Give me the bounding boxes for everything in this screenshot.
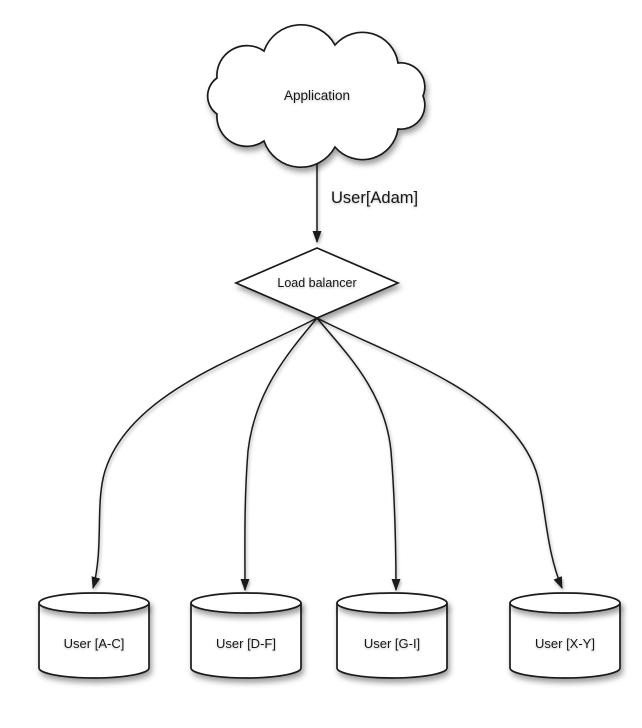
shard-3-label: User [G-I] <box>364 636 420 651</box>
database-cylinder-icon <box>190 603 302 679</box>
edge-balancer-to-shard-1 <box>91 317 318 589</box>
edge-balancer-to-shard-2 <box>240 317 318 591</box>
edge-balancer-to-shard-4 <box>316 317 563 589</box>
load-balancer-node: Load balancer <box>233 247 401 319</box>
database-cylinder-icon <box>509 603 621 679</box>
database-cylinder-icon <box>336 603 448 679</box>
cloud-icon <box>206 23 426 169</box>
cylinder-top-icon <box>336 592 448 614</box>
shard-node-2: User [D-F] <box>190 592 302 679</box>
cylinder-top-icon <box>190 592 302 614</box>
shard-1-label: User [A-C] <box>64 636 125 651</box>
diamond-icon <box>233 247 401 319</box>
load-balancer-label: Load balancer <box>277 276 356 290</box>
edges-group <box>91 157 563 591</box>
shard-2-label: User [D-F] <box>216 636 276 651</box>
shard-node-1: User [A-C] <box>38 592 150 679</box>
application-node: Application <box>206 23 426 169</box>
shard-4-label: User [X-Y] <box>535 636 595 651</box>
cylinder-top-icon <box>509 592 621 614</box>
cylinder-top-icon <box>38 592 150 614</box>
shard-node-3: User [G-I] <box>336 592 448 679</box>
request-edge-label: User[Adam] <box>331 189 418 207</box>
shard-node-4: User [X-Y] <box>509 592 621 679</box>
database-cylinder-icon <box>38 603 150 679</box>
edge-balancer-to-shard-3 <box>316 317 401 591</box>
application-label: Application <box>284 88 350 103</box>
